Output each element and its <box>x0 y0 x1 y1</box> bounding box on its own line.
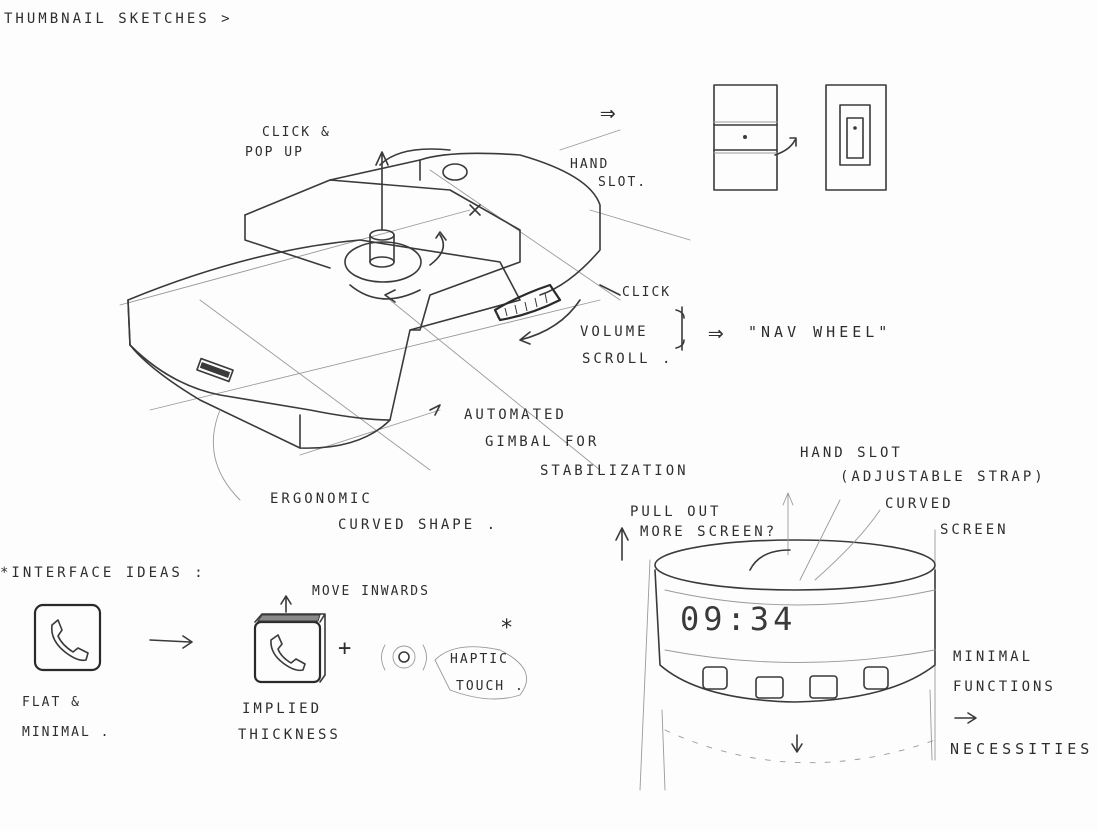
label-flat-2: MINIMAL . <box>22 726 110 739</box>
label-hand-slot-1: HAND <box>570 158 609 171</box>
label-pull-out-1: PULL OUT <box>630 505 721 519</box>
label-gimbal-1: AUTOMATED <box>464 408 567 422</box>
label-ergonomic-2: CURVED SHAPE . <box>338 518 498 532</box>
label-haptic-1: HAPTIC <box>450 653 509 666</box>
label-ergonomic-1: ERGONOMIC <box>270 492 373 506</box>
label-haptic-2: TOUCH . <box>456 680 525 693</box>
label-gimbal-3: STABILIZATION <box>540 464 689 478</box>
label-gimbal-2: GIMBAL FOR <box>485 435 599 449</box>
label-curved-1: CURVED <box>885 497 954 511</box>
label-click: CLICK <box>622 286 671 299</box>
plus-glyph: + <box>338 638 351 660</box>
label-implied-1: IMPLIED <box>242 702 322 716</box>
label-hand-slot-2: SLOT. <box>598 176 647 189</box>
interface-icons <box>35 596 527 699</box>
label-volume: VOLUME <box>580 325 649 339</box>
label-wrist-hand-slot-2: (ADJUSTABLE STRAP) <box>840 470 1046 484</box>
label-click-popup-1: CLICK & <box>262 126 331 139</box>
label-click-popup-2: POP UP <box>245 146 304 159</box>
label-interface-ideas: *INTERFACE IDEAS : <box>0 566 206 580</box>
wrist-clock: 09:34 <box>680 600 796 638</box>
arrow-right-glyph: ⇒ <box>600 100 616 126</box>
thumbnail-sketches <box>714 85 886 190</box>
label-wrist-hand-slot-1: HAND SLOT <box>800 446 903 460</box>
label-nav-wheel: "NAV WHEEL" <box>748 325 891 340</box>
label-pull-out-2: MORE SCREEN? <box>640 525 777 539</box>
label-scroll: SCROLL . <box>582 352 673 366</box>
label-minimal-2: FUNCTIONS <box>953 680 1056 694</box>
arrow-right-glyph-2: ⇒ <box>708 320 724 346</box>
label-minimal-1: MINIMAL <box>953 650 1033 664</box>
label-implied-2: THICKNESS <box>238 728 341 742</box>
label-curved-2: SCREEN <box>940 523 1009 537</box>
page-title: THUMBNAIL SKETCHES > <box>4 12 233 26</box>
label-necessities: NECESSITIES <box>950 742 1093 757</box>
label-move-inwards: MOVE INWARDS <box>312 585 430 598</box>
label-flat-1: FLAT & <box>22 696 81 709</box>
star-glyph: * <box>500 618 513 640</box>
